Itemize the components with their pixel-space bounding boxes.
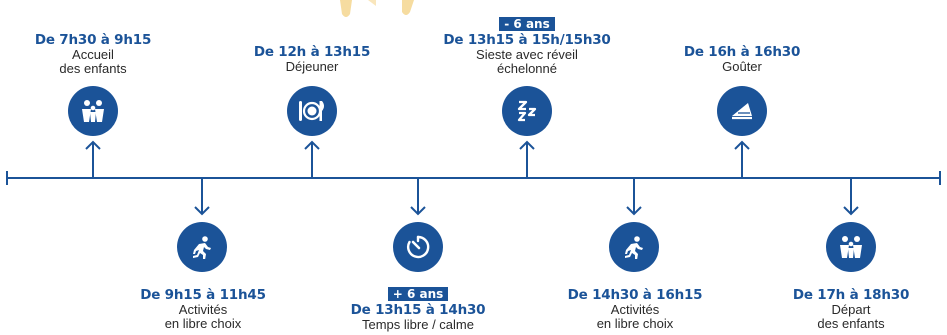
age-badge-over-6: + 6 ans bbox=[387, 287, 449, 301]
event-time: De 13h15 à 14h30 bbox=[350, 302, 486, 318]
arrow-down-icon bbox=[410, 206, 426, 216]
event-time: De 13h15 à 15h/15h30 bbox=[443, 32, 611, 48]
event-label-line: Goûter bbox=[722, 59, 762, 74]
event-time: De 9h15 à 11h45 bbox=[140, 287, 266, 303]
arrow-up-icon bbox=[304, 140, 320, 150]
event-label-line: Temps libre / calme bbox=[362, 317, 474, 332]
timer-icon bbox=[393, 222, 443, 272]
event-label-line: Accueil bbox=[72, 47, 114, 62]
event-arrival: De 7h30 à 9h15 Accueil des enfants bbox=[0, 33, 188, 76]
event-free-time: + 6 ans De 13h15 à 14h30 Temps libre / c… bbox=[323, 285, 513, 332]
event-departure: De 17h à 18h30 Départ des enfants bbox=[756, 288, 946, 331]
event-time: De 17h à 18h30 bbox=[792, 287, 910, 303]
event-label-line: Déjeuner bbox=[285, 59, 339, 74]
event-label-line: en libre choix bbox=[164, 316, 242, 331]
event-time: De 7h30 à 9h15 bbox=[34, 32, 152, 48]
event-label-line: des enfants bbox=[59, 61, 127, 76]
event-lunch: De 12h à 13h15 Déjeuner bbox=[217, 45, 407, 74]
event-label-line: Activités bbox=[610, 302, 660, 317]
event-time: De 16h à 16h30 bbox=[683, 44, 801, 60]
family-icon bbox=[68, 86, 118, 136]
arrow-down-icon bbox=[626, 206, 642, 216]
arrow-up-icon bbox=[519, 140, 535, 150]
arrow-up-icon bbox=[734, 140, 750, 150]
sleep-zzz-icon bbox=[502, 86, 552, 136]
event-label-line: Activités bbox=[178, 302, 228, 317]
event-nap: - 6 ans De 13h15 à 15h/15h30 Sieste avec… bbox=[432, 15, 622, 76]
event-morning-activities: De 9h15 à 11h45 Activités en libre choix bbox=[108, 288, 298, 331]
event-snack: De 16h à 16h30 Goûter bbox=[647, 45, 837, 74]
event-label-line: Départ bbox=[831, 302, 871, 317]
plate-cutlery-icon bbox=[287, 86, 337, 136]
family-icon bbox=[826, 222, 876, 272]
arrow-up-icon bbox=[85, 140, 101, 150]
event-label-line: Sieste avec réveil bbox=[476, 47, 578, 62]
event-time: De 14h30 à 16h15 bbox=[567, 287, 703, 303]
event-label-line: des enfants bbox=[817, 316, 885, 331]
event-label-line: en libre choix bbox=[596, 316, 674, 331]
event-afternoon-activities: De 14h30 à 16h15 Activités en libre choi… bbox=[540, 288, 730, 331]
event-label-line: échelonné bbox=[497, 61, 557, 76]
running-icon bbox=[177, 222, 227, 272]
running-icon bbox=[609, 222, 659, 272]
sun-decoration bbox=[340, 0, 414, 17]
age-badge-under-6: - 6 ans bbox=[499, 17, 555, 31]
arrow-down-icon bbox=[843, 206, 859, 216]
cake-slice-icon bbox=[717, 86, 767, 136]
arrow-down-icon bbox=[194, 206, 210, 216]
event-time: De 12h à 13h15 bbox=[253, 44, 371, 60]
